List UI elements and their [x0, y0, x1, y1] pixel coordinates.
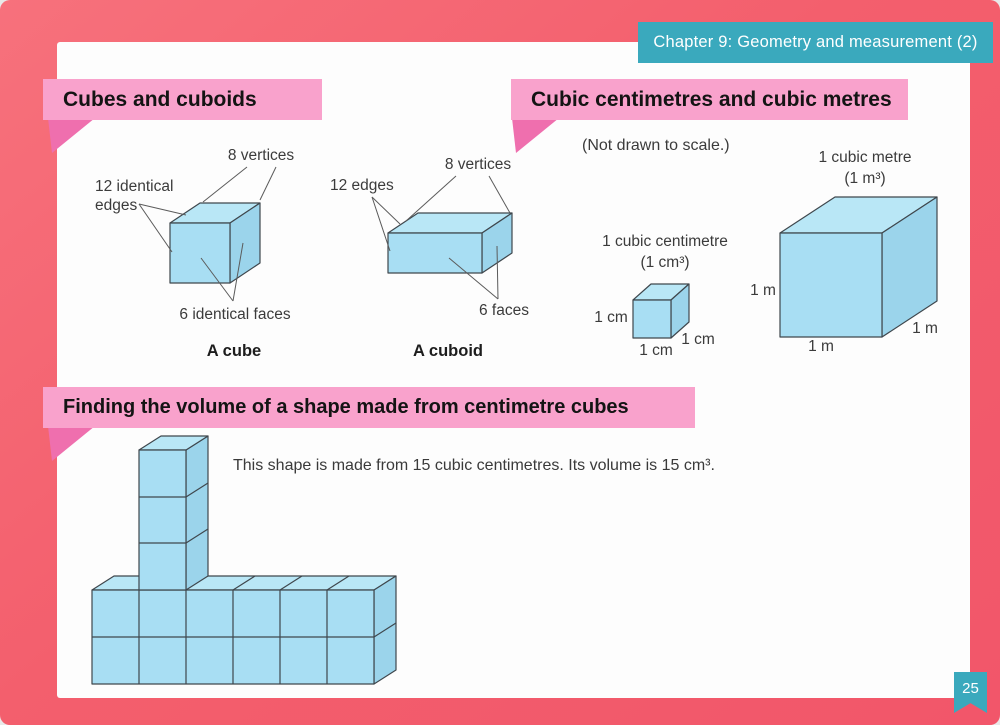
not-to-scale-note: (Not drawn to scale.)	[582, 137, 730, 154]
cube-pointer-lines	[138, 166, 277, 302]
m-cube-left-dimension: 1 m	[750, 282, 776, 299]
tower-front-grid	[139, 496, 186, 544]
section-heading-units: Cubic centimetres and cubic metres	[511, 79, 908, 120]
cube-faces-label: 6 identical faces	[179, 306, 291, 323]
banner-tails	[48, 118, 559, 461]
tower-right-divisions	[185, 482, 209, 544]
section-heading-volume-label: Finding the volume of a shape made from …	[63, 396, 629, 418]
cm-cube-subtitle: (1 cm³)	[640, 254, 690, 271]
cm-cube-left-dimension: 1 cm	[594, 309, 628, 326]
cm-cube-title: 1 cubic centimetre	[602, 233, 728, 250]
cube-front-face	[169, 222, 231, 284]
section-heading-cubes: Cubes and cuboids	[43, 79, 322, 120]
section-heading-volume: Finding the volume of a shape made from …	[43, 387, 695, 428]
chapter-banner-label: Chapter 9: Geometry and measurement (2)	[653, 33, 978, 51]
cm-cube-right-dimension: 1 cm	[681, 331, 715, 348]
volume-description: This shape is made from 15 cubic centime…	[233, 457, 715, 474]
banner-tail-units	[512, 118, 559, 153]
cube-diagram	[169, 202, 261, 284]
m-cube-front-face	[779, 232, 883, 338]
chapter-banner: Chapter 9: Geometry and measurement (2)	[638, 22, 993, 63]
banner-tail-volume	[48, 426, 95, 461]
cube-vertices-label: 8 vertices	[227, 147, 295, 164]
cm-cube-bottom-dimension: 1 cm	[639, 342, 673, 359]
base-front-grid	[92, 590, 374, 684]
cuboid-vertices-label: 8 vertices	[444, 156, 512, 173]
cuboid-faces-label: 6 faces	[479, 302, 529, 319]
m-cube-bottom-dimension: 1 m	[808, 338, 834, 355]
tower-right-face	[185, 435, 209, 591]
fifteen-cube-shape	[91, 435, 397, 685]
metre-cube-diagram	[779, 196, 938, 338]
m-cube-right-dimension: 1 m	[912, 320, 938, 337]
cuboid-diagram	[387, 212, 513, 274]
centimetre-cube-diagram	[632, 283, 690, 339]
cube-caption: A cube	[206, 342, 262, 360]
cuboid-edges-label: 12 edges	[330, 177, 394, 194]
cuboid-front-face	[387, 232, 483, 274]
cuboid-pointer-lines	[371, 175, 511, 300]
page-number: 25	[962, 680, 979, 697]
section-heading-units-label: Cubic centimetres and cubic metres	[531, 87, 892, 111]
base-right-division	[373, 622, 397, 638]
cube-edges-label: 12 identical edges	[95, 178, 174, 215]
banner-tail-cubes	[48, 118, 95, 153]
m-cube-subtitle: (1 m³)	[844, 170, 886, 187]
cm-cube-front-face	[632, 299, 672, 339]
section-heading-cubes-label: Cubes and cuboids	[63, 87, 257, 111]
m-cube-title: 1 cubic metre	[818, 149, 912, 166]
tower-front-face	[138, 449, 187, 591]
cuboid-caption: A cuboid	[413, 342, 483, 360]
